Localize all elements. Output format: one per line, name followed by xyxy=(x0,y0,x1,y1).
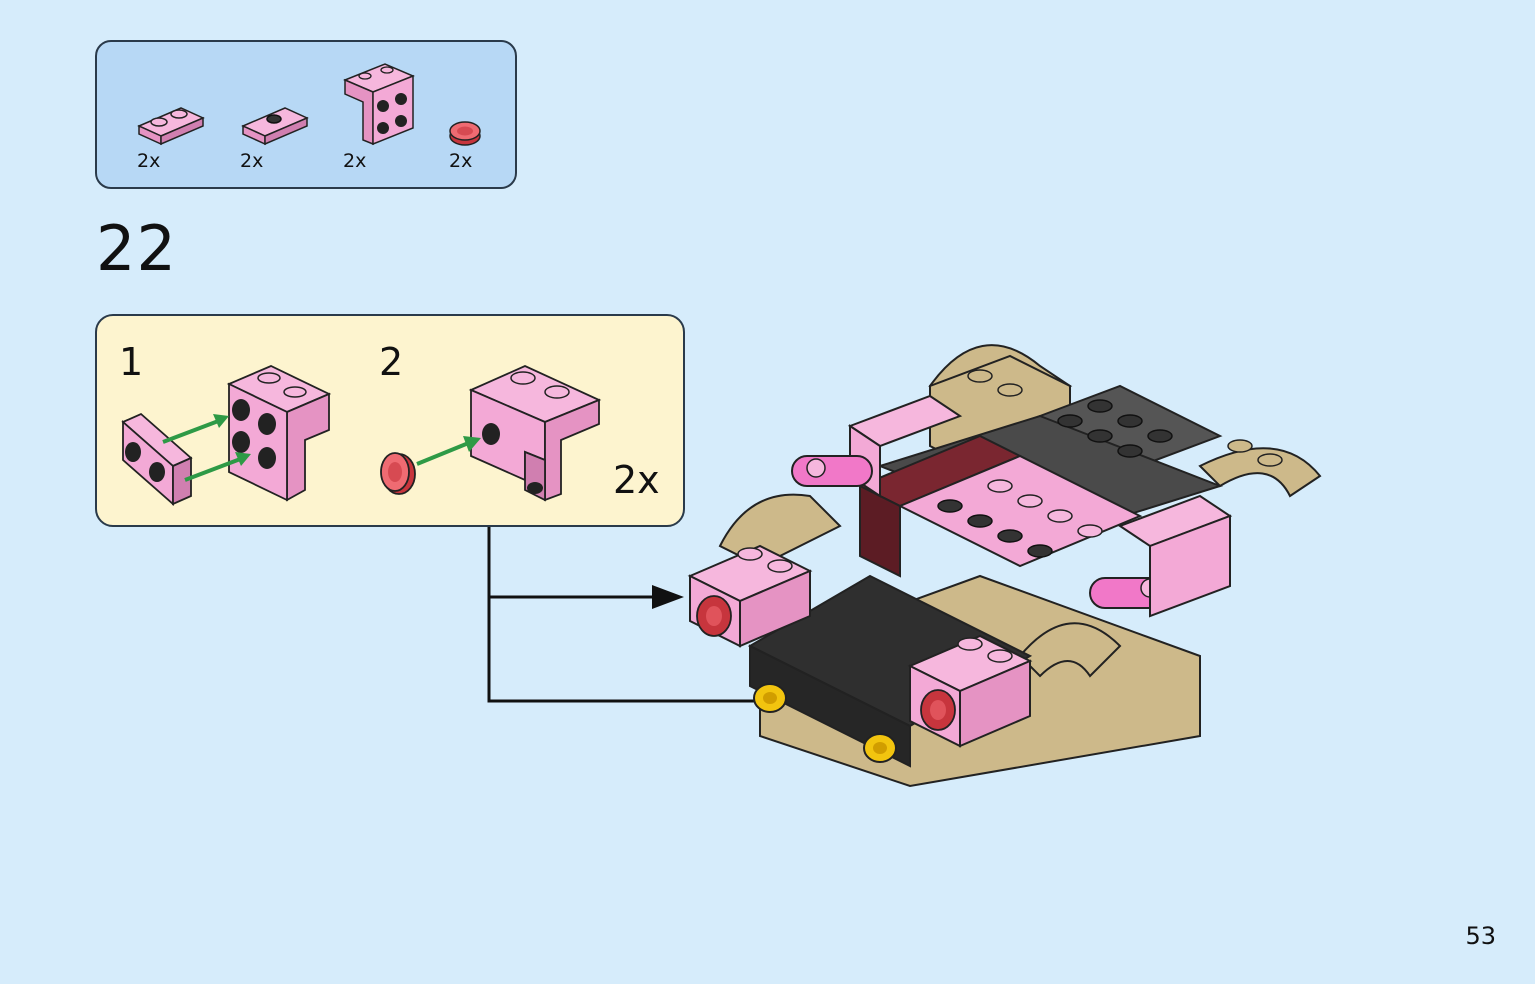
car-model-illustration xyxy=(687,344,1322,788)
substep-1-illustration xyxy=(121,365,332,506)
part-qty: 2x xyxy=(240,150,264,172)
sub-step-number: 1 xyxy=(119,340,144,384)
pink-bracket-icon xyxy=(343,63,415,146)
subassembly-callout: 1 2 2x xyxy=(95,314,685,527)
part-qty: 2x xyxy=(449,150,473,172)
pink-jumper-plate-icon xyxy=(241,107,309,146)
page-number: 53 xyxy=(1465,922,1496,950)
red-round-tile-icon xyxy=(449,121,481,146)
parts-list-callout: 2x 2x 2x 2x xyxy=(95,40,517,189)
pink-plate-1x2-icon xyxy=(137,107,205,146)
subassembly-multiplier: 2x xyxy=(613,458,660,502)
part-qty: 2x xyxy=(137,150,161,172)
part-qty: 2x xyxy=(343,150,367,172)
sub-step-number: 2 xyxy=(379,340,404,384)
substep-2-illustration xyxy=(380,365,602,502)
step-number: 22 xyxy=(96,212,177,285)
